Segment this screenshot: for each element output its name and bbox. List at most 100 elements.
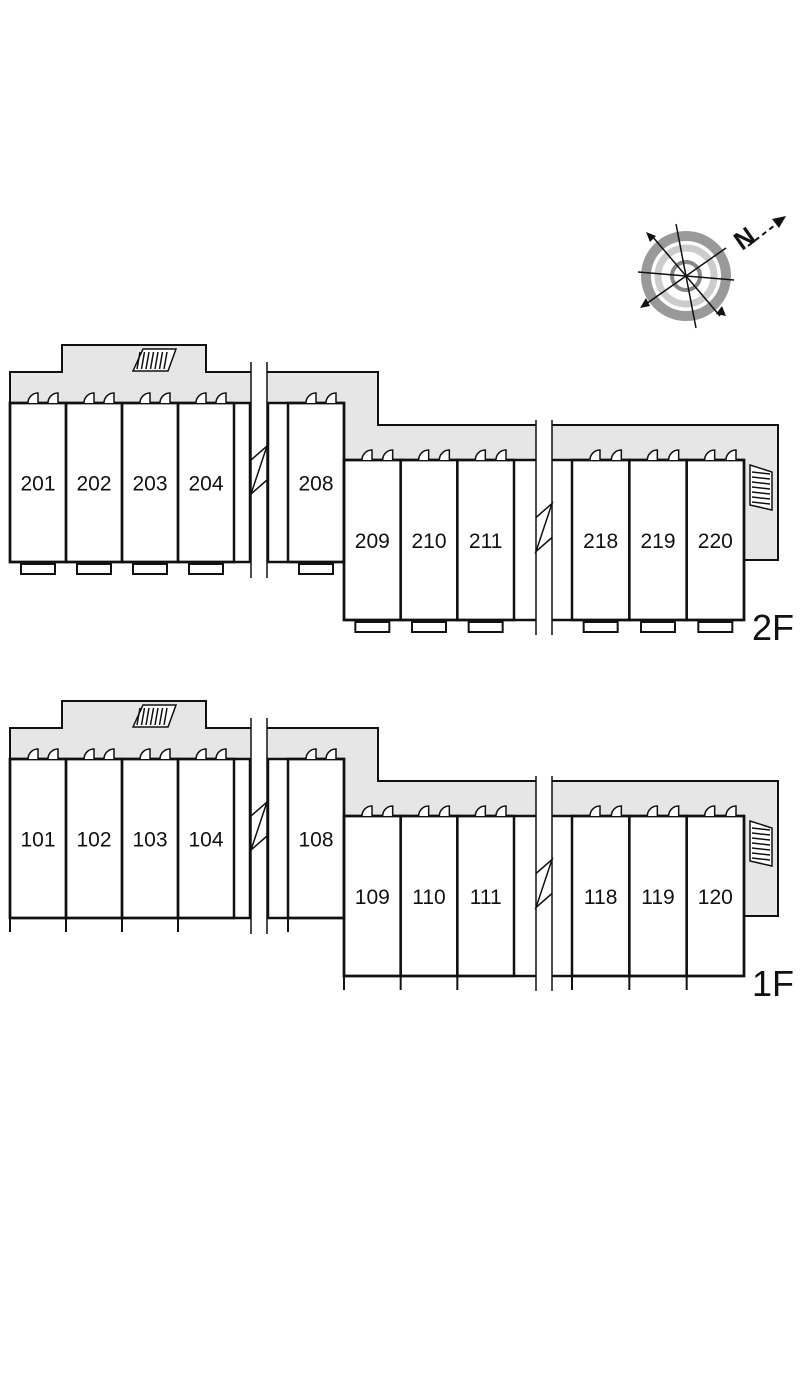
door-icon [589, 805, 601, 817]
room-label: 111 [470, 886, 502, 909]
stairs-top [131, 348, 178, 372]
balcony [76, 563, 112, 575]
room-label: 210 [411, 530, 446, 553]
door-icon [646, 805, 659, 817]
room-219: 219 [628, 449, 688, 633]
door-icon [159, 748, 171, 760]
door-icon [195, 392, 207, 404]
room-label: 119 [641, 886, 674, 909]
room-label: 202 [76, 473, 111, 496]
room-109: 109 [342, 805, 402, 990]
room-111: 111 [456, 805, 516, 990]
door-icon [361, 449, 373, 461]
door-icon [438, 805, 451, 817]
room-label: 218 [583, 530, 618, 553]
door-icon [325, 748, 337, 760]
door-icon [417, 449, 430, 461]
room-label: 208 [298, 473, 333, 496]
compass-icon: N [637, 216, 786, 329]
room-label: 101 [20, 829, 55, 852]
balcony [188, 563, 224, 575]
room-103: 103 [120, 748, 180, 932]
room-120: 120 [685, 805, 746, 990]
door-icon [361, 805, 373, 817]
room-label: 209 [355, 530, 390, 553]
door-icon [83, 392, 95, 404]
room-label: 120 [698, 886, 733, 909]
door-icon [103, 392, 115, 404]
room-block-left [8, 401, 252, 564]
door-icon [305, 748, 317, 760]
room-220: 220 [685, 449, 746, 633]
room-label: 102 [76, 829, 111, 852]
door-icon [495, 805, 507, 817]
balcony [697, 621, 734, 633]
door-icon [47, 748, 59, 760]
balcony [132, 563, 168, 575]
stairs-top [131, 704, 178, 728]
room-label: 201 [20, 473, 55, 496]
room-block-left [8, 757, 252, 920]
door-icon [725, 449, 737, 461]
room-204: 204 [176, 392, 236, 575]
room-label: 219 [640, 530, 675, 553]
door-icon [215, 748, 227, 760]
room-110: 110 [399, 805, 459, 990]
door-icon [417, 805, 430, 817]
door-icon [83, 748, 95, 760]
room-label: 103 [132, 829, 167, 852]
floor-label-2f: 2F [752, 607, 794, 648]
floor-1f-plan: 101 102 103 104 108 109 110 111 118 119 120 1F [8, 700, 794, 1004]
balcony [411, 621, 447, 633]
room-label: 109 [355, 886, 390, 909]
room-label: 108 [298, 829, 333, 852]
balcony [354, 621, 391, 633]
door-icon [27, 748, 39, 760]
door-icon [495, 449, 507, 461]
door-icon [103, 748, 115, 760]
room-label: 203 [132, 473, 167, 496]
door-icon [667, 805, 680, 817]
room-211: 211 [456, 449, 516, 633]
door-icon [474, 805, 487, 817]
stairs-right [749, 819, 773, 867]
balcony [582, 621, 619, 633]
compass-north-label: N [728, 221, 761, 256]
door-icon [725, 805, 737, 817]
room-label: 211 [469, 530, 502, 553]
door-icon [325, 392, 337, 404]
room-104: 104 [176, 748, 236, 932]
balcony [20, 563, 56, 575]
door-icon [47, 392, 59, 404]
door-icon [215, 392, 227, 404]
stairs-right [749, 463, 773, 511]
balcony [467, 621, 504, 633]
balcony [640, 621, 676, 633]
door-icon [474, 449, 487, 461]
room-218: 218 [570, 449, 631, 633]
room-label: 204 [188, 473, 223, 496]
door-icon [610, 449, 623, 461]
door-icon [381, 449, 394, 461]
room-label: 118 [584, 886, 617, 909]
door-icon [438, 449, 451, 461]
door-icon [703, 805, 716, 817]
door-icon [305, 392, 317, 404]
balcony [298, 563, 334, 575]
door-icon [27, 392, 39, 404]
door-icon [139, 392, 151, 404]
floor-2f-plan: 201 202 203 204 208 209 210 211 218 219 220 2F [8, 344, 794, 648]
floor-label-1f: 1F [752, 963, 794, 1004]
room-label: 104 [188, 829, 223, 852]
door-icon [646, 449, 659, 461]
room-label: 220 [698, 530, 733, 553]
door-icon [589, 449, 601, 461]
door-icon [703, 449, 716, 461]
door-icon [381, 805, 394, 817]
room-label: 110 [412, 886, 445, 909]
door-icon [667, 449, 680, 461]
door-icon [139, 748, 151, 760]
door-icon [195, 748, 207, 760]
door-icon [610, 805, 623, 817]
